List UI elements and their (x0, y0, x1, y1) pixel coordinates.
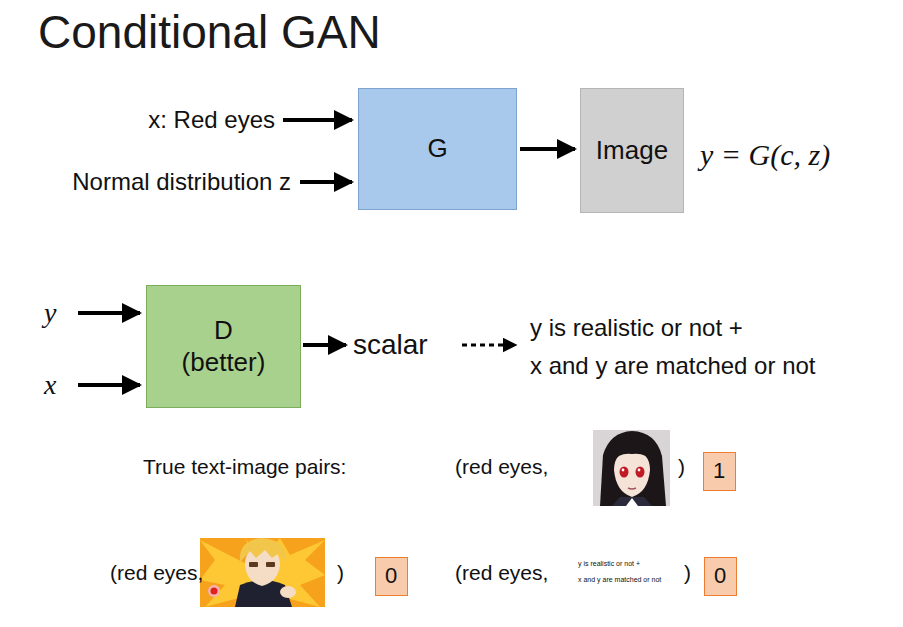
text-label: y = G(c, z) (700, 138, 830, 173)
node-text: 0 (714, 563, 726, 589)
text-label: Normal distribution z (72, 168, 291, 196)
node-text: 0 (385, 563, 397, 589)
input-arrow (300, 180, 352, 184)
slide-title: Conditional GAN (38, 6, 381, 59)
text-label: x: Red eyes (148, 106, 275, 134)
input-arrow (78, 383, 140, 387)
node-text: (better) (182, 347, 266, 378)
text-label: ) (684, 561, 691, 585)
text-label: True text-image pairs: (143, 455, 346, 479)
discriminator-box: D(better) (146, 285, 301, 408)
text-label: scalar (353, 329, 428, 361)
text-label: x and y are matched or not (578, 576, 661, 584)
score-box: 0 (704, 557, 737, 596)
node-text: 1 (713, 458, 725, 484)
output-arrow (303, 343, 346, 347)
generator-box: G (358, 88, 517, 210)
pointer-dot (208, 585, 220, 597)
input-arrow (78, 311, 140, 315)
anime-girl-image (593, 430, 670, 506)
text-label: y is realistic or not + (578, 560, 640, 568)
anime-boy-image (200, 538, 325, 607)
pointer-dot (211, 588, 218, 595)
flow-arrow (520, 147, 575, 151)
node-text: G (427, 133, 447, 164)
input-arrow (283, 118, 352, 122)
text-label: (red eyes, (455, 561, 548, 585)
text-label: (red eyes, (455, 455, 548, 479)
text-label: ) (337, 561, 344, 585)
text-label: (red eyes, (110, 561, 203, 585)
image-box: Image (580, 88, 684, 213)
text-label: y (44, 297, 56, 329)
score-box: 0 (375, 557, 408, 596)
score-box: 1 (703, 452, 736, 491)
text-label: ) (678, 455, 685, 479)
dashed-arrow (462, 344, 516, 347)
node-text: Image (596, 135, 668, 166)
text-label: y is realistic or not + (530, 314, 743, 342)
text-label: x and y are matched or not (530, 352, 816, 380)
text-label: x (44, 369, 56, 401)
node-text: D (214, 315, 233, 346)
